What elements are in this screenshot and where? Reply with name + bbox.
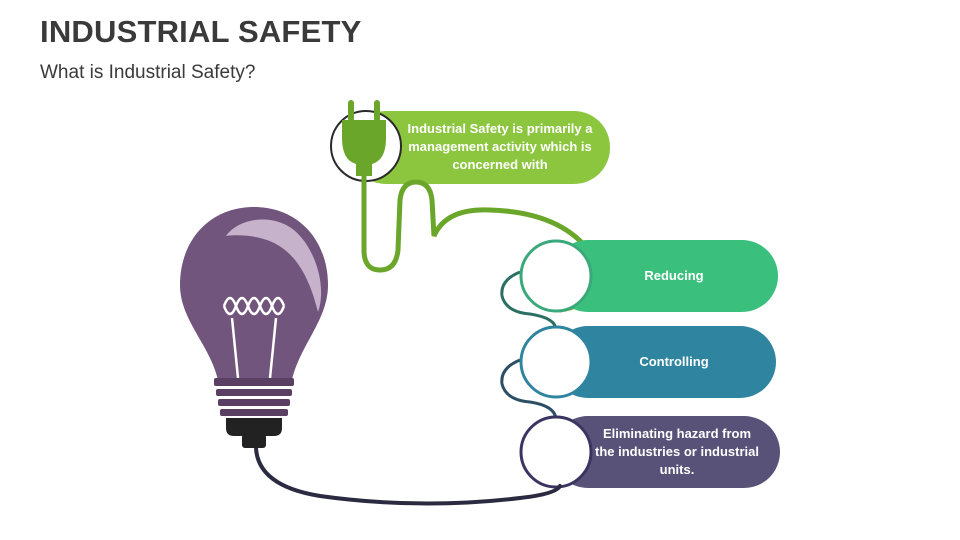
page-subtitle: What is Industrial Safety? — [40, 62, 256, 83]
item-circle-controlling — [519, 325, 593, 399]
item-pill-eliminating — [552, 416, 780, 488]
intro-pill — [350, 111, 610, 184]
page-title: INDUSTRIAL SAFETY — [40, 14, 362, 49]
item-label-eliminating: Eliminating hazard from the industries o… — [595, 426, 759, 477]
connector-1 — [500, 270, 558, 331]
bulb-cable — [254, 446, 562, 506]
light-bulb-icon — [180, 207, 328, 448]
plug-icon — [342, 100, 386, 176]
connector-2 — [500, 358, 558, 421]
item-circle-reducing — [519, 239, 593, 313]
item-pill-reducing — [552, 240, 778, 312]
item-pill-controlling — [552, 326, 776, 398]
item-label-controlling: Controlling — [639, 354, 709, 369]
item-circle-eliminating — [519, 415, 593, 489]
intro-text: Industrial Safety is primarily a managem… — [407, 121, 593, 172]
item-label-reducing: Reducing — [644, 268, 704, 283]
